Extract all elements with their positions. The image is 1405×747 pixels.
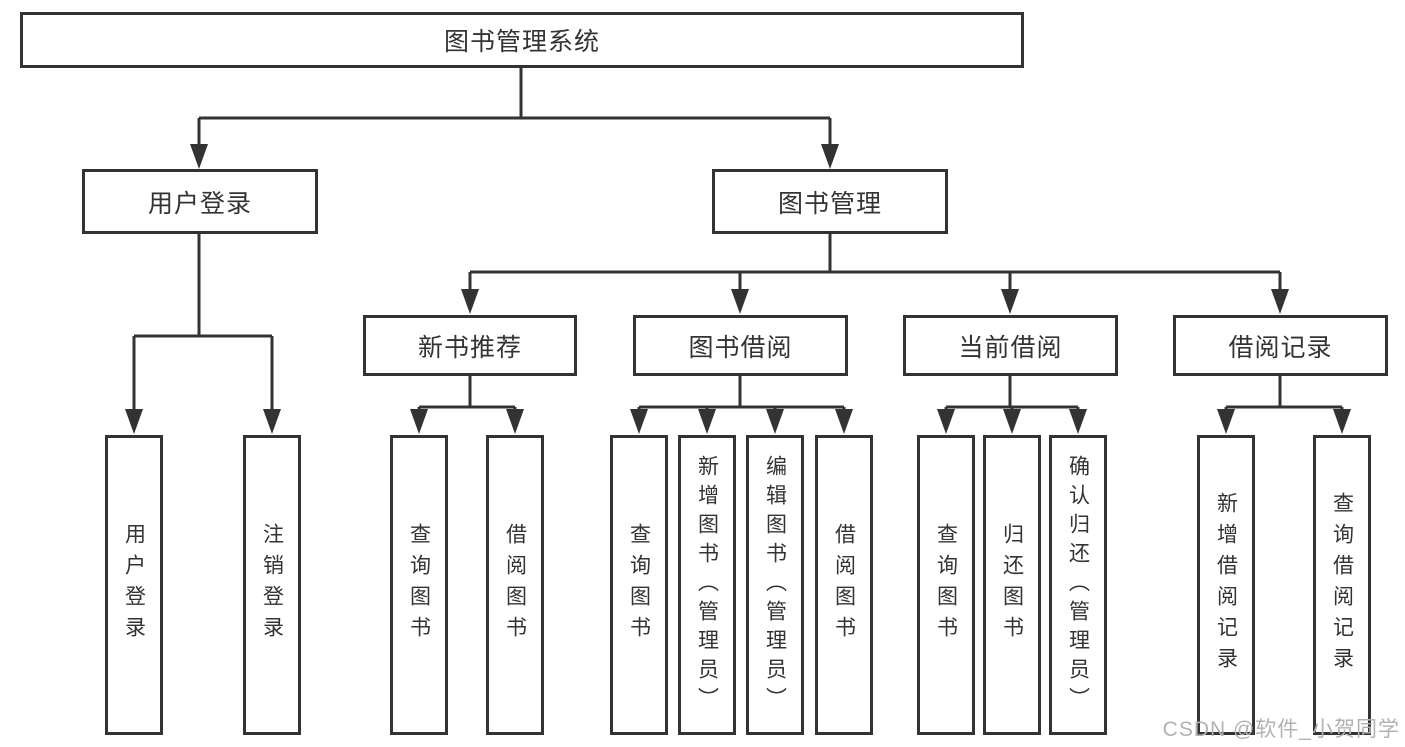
leaf-add-book-admin-label: 新增图书（管理员）	[695, 454, 719, 716]
leaf-return-book-label: 归还图书	[1000, 523, 1024, 647]
leaf-borrow-books-borrow-label: 借阅图书	[832, 523, 856, 647]
leaf-return-book: 归还图书	[983, 435, 1041, 735]
node-current-borrow: 当前借阅	[903, 315, 1118, 376]
leaf-confirm-return-admin: 确认归还（管理员）	[1049, 435, 1107, 735]
node-book-management: 图书管理	[712, 169, 948, 234]
leaf-query-books-borrow-label: 查询图书	[627, 523, 651, 647]
node-root-label: 图书管理系统	[443, 28, 600, 56]
leaf-logout-label: 注销登录	[260, 523, 284, 647]
leaf-query-books-recommend: 查询图书	[390, 435, 448, 735]
leaf-borrow-books-recommend-label: 借阅图书	[503, 523, 527, 647]
leaf-query-borrow-record: 查询借阅记录	[1313, 435, 1371, 735]
connector-segments	[132, 68, 1344, 410]
leaf-query-books-current: 查询图书	[917, 435, 975, 735]
leaf-add-book-admin: 新增图书（管理员）	[678, 435, 736, 735]
node-borrow-records-label: 借阅记录	[1228, 333, 1333, 362]
node-user-login-label: 用户登录	[147, 189, 252, 218]
leaf-confirm-return-admin-label: 确认归还（管理员）	[1066, 454, 1090, 716]
leaf-logout: 注销登录	[243, 435, 301, 735]
arrowheads	[125, 144, 1351, 434]
leaf-add-borrow-record-label: 新增借阅记录	[1214, 492, 1238, 678]
leaf-query-borrow-record-label: 查询借阅记录	[1330, 492, 1354, 678]
leaf-query-books-borrow: 查询图书	[610, 435, 668, 735]
leaf-user-login-label: 用户登录	[122, 523, 146, 647]
node-root: 图书管理系统	[20, 12, 1024, 68]
node-user-login: 用户登录	[82, 169, 318, 234]
node-borrow-records: 借阅记录	[1173, 315, 1388, 376]
leaf-borrow-books-recommend: 借阅图书	[486, 435, 544, 735]
node-new-book-recommend: 新书推荐	[363, 315, 577, 376]
leaf-edit-book-admin-label: 编辑图书（管理员）	[763, 454, 787, 716]
node-new-book-recommend-label: 新书推荐	[417, 333, 522, 362]
leaf-user-login: 用户登录	[105, 435, 163, 735]
node-current-borrow-label: 当前借阅	[958, 333, 1063, 362]
leaf-borrow-books-borrow: 借阅图书	[815, 435, 873, 735]
node-book-borrow: 图书借阅	[633, 315, 848, 376]
node-book-management-label: 图书管理	[777, 189, 882, 218]
node-book-borrow-label: 图书借阅	[688, 333, 793, 362]
leaf-add-borrow-record: 新增借阅记录	[1197, 435, 1255, 735]
watermark: CSDN @软件_小贺同学	[1162, 718, 1400, 741]
leaf-query-books-current-label: 查询图书	[934, 523, 958, 647]
leaf-edit-book-admin: 编辑图书（管理员）	[746, 435, 804, 735]
leaf-query-books-recommend-label: 查询图书	[407, 523, 431, 647]
